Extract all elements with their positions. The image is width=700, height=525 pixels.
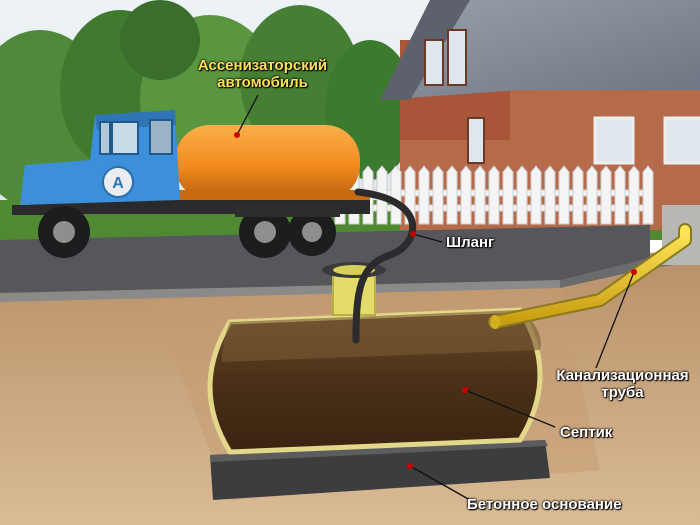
label-truck: Ассенизаторский автомобиль: [180, 57, 345, 91]
fence-picket: [488, 165, 500, 225]
label-pipe-line1: Канализационная: [556, 367, 689, 384]
fence-picket: [460, 165, 472, 225]
leader-lines: [234, 94, 637, 501]
label-hose: Шланг: [446, 234, 495, 251]
label-pipe-line2: труба: [601, 384, 644, 401]
fence-picket: [558, 165, 570, 225]
label-pipe: Канализационная труба: [545, 367, 700, 401]
septic-tank: [207, 307, 543, 455]
fence-picket: [432, 165, 444, 225]
truck-icon: A: [12, 110, 370, 258]
fence-picket: [586, 165, 598, 225]
label-truck-line2: автомобиль: [217, 74, 308, 91]
road-edge: [0, 280, 560, 302]
truck-emblem: A: [112, 175, 124, 192]
fence-picket: [446, 165, 458, 225]
fence-picket: [572, 165, 584, 225]
fence-picket: [418, 165, 430, 225]
fence-picket: [474, 165, 486, 225]
label-truck-line1: Ассенизаторский: [197, 57, 328, 74]
sewer-pipe: [488, 223, 692, 329]
fence-picket: [502, 165, 514, 225]
fence-picket: [628, 165, 640, 225]
fence-picket: [614, 165, 626, 225]
fence-picket: [530, 165, 542, 225]
fence-picket: [642, 165, 654, 225]
fence-picket: [600, 165, 612, 225]
road: [0, 225, 650, 298]
fence-picket: [544, 165, 556, 225]
fence-picket: [390, 165, 402, 225]
suction-hose: [352, 188, 417, 344]
fence-picket: [516, 165, 528, 225]
house-icon: [380, 0, 700, 230]
label-septic: Септик: [560, 424, 613, 441]
label-base: Бетонное основание: [467, 496, 622, 513]
